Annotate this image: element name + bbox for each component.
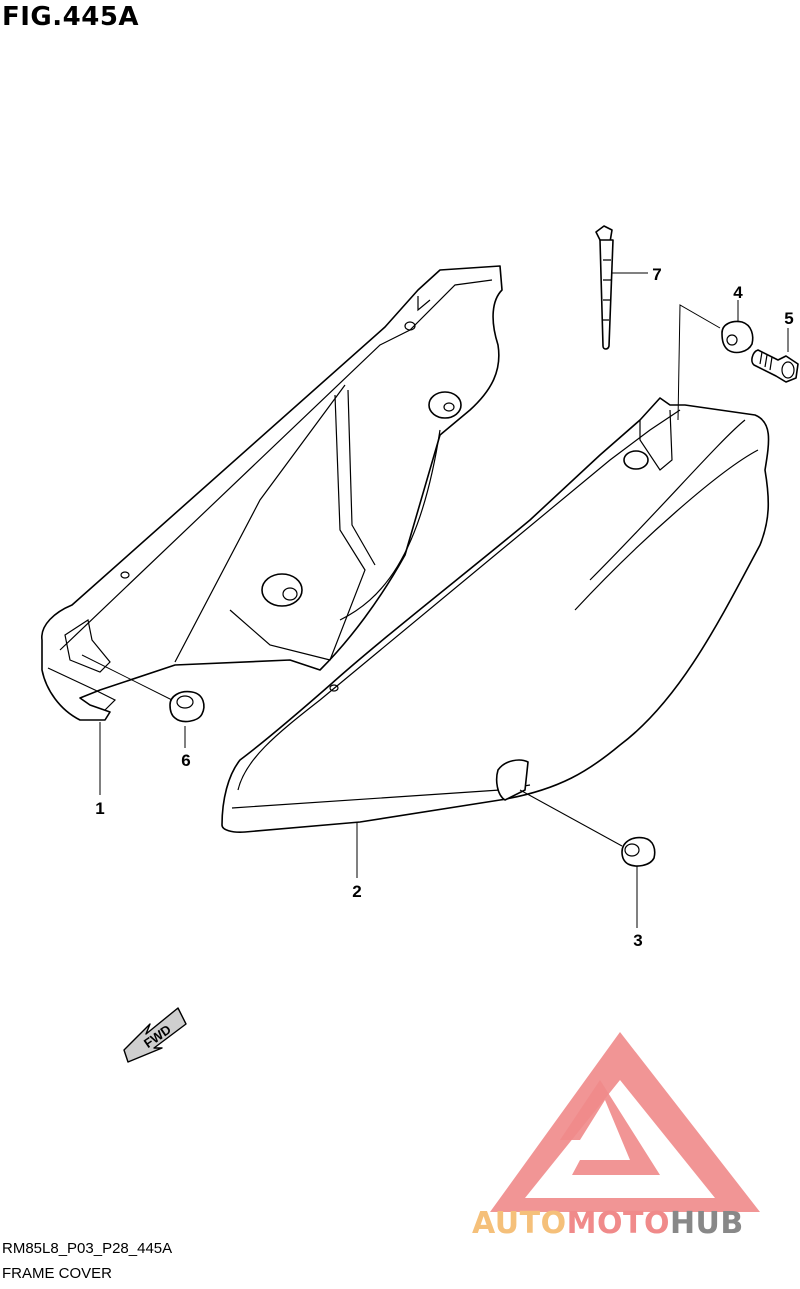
- figure-code: RM85L8_P03_P28_445A: [2, 1240, 173, 1257]
- callout-7: 7: [652, 265, 661, 284]
- callout-6: 6: [181, 751, 190, 770]
- callout-numbers: 1 2 3 4 5 6 7: [95, 265, 793, 950]
- callout-5: 5: [784, 309, 793, 328]
- watermark-brand-text: AUTOMOTOHUB: [472, 1206, 744, 1241]
- callout-3: 3: [633, 931, 642, 950]
- part-1-left-frame-cover: [41, 265, 503, 721]
- figure-caption: FRAME COVER: [2, 1265, 113, 1282]
- part-7-cable-tie: [595, 225, 614, 350]
- callout-4: 4: [733, 283, 743, 302]
- brand-auto: AUTO: [472, 1206, 567, 1241]
- callout-1: 1: [95, 799, 104, 818]
- part-5-bolt: [751, 349, 799, 383]
- part-3-grommet: [621, 836, 656, 867]
- figure-title: FIG.445A: [2, 2, 140, 32]
- brand-moto: MOTO: [566, 1206, 670, 1241]
- fwd-arrow-icon: FWD: [123, 1007, 187, 1063]
- part-4-washer: [721, 320, 754, 354]
- brand-hub: HUB: [669, 1206, 744, 1241]
- leader-lines: [81, 272, 789, 928]
- part-6-grommet: [169, 690, 205, 723]
- part-2-right-frame-cover: [221, 397, 770, 833]
- watermark-logo: [490, 1032, 760, 1212]
- callout-2: 2: [352, 882, 361, 901]
